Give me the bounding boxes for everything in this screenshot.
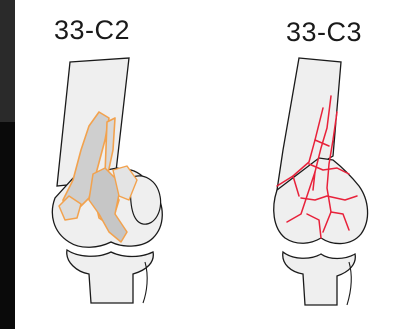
fracture-illustrations (15, 0, 418, 329)
tibia-c2 (67, 250, 154, 303)
figure-panel: 33-C2 33-C3 (15, 0, 418, 329)
femur-c2-illustration (52, 58, 162, 303)
tibia-c3 (283, 252, 356, 305)
femur-c3-illustration (274, 58, 368, 305)
